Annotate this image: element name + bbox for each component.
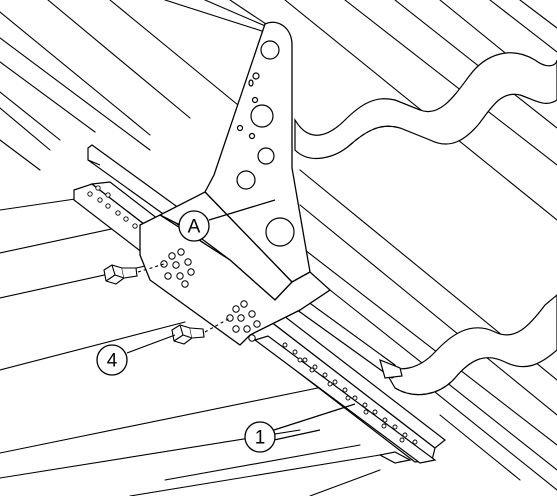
roof-tile-upper bbox=[294, 52, 557, 159]
roof-hook-bracket bbox=[139, 21, 332, 346]
hex-bolt-upper bbox=[103, 263, 165, 285]
callout-four-leader bbox=[126, 334, 176, 354]
callout-a: A bbox=[178, 199, 276, 242]
callout-one: 1 bbox=[244, 403, 356, 453]
callout-one-leader-a bbox=[273, 403, 356, 431]
callout-one-leader-b bbox=[273, 429, 321, 441]
callout-four: 4 bbox=[96, 334, 176, 376]
hex-bolt-lower bbox=[171, 317, 231, 345]
callout-a-label: A bbox=[188, 217, 201, 238]
bracket-holes bbox=[236, 40, 295, 247]
callout-a-leader bbox=[208, 199, 276, 221]
roof-tile-lower bbox=[379, 294, 557, 396]
base-plate-hole-cluster-lower bbox=[226, 300, 261, 342]
callout-four-circle bbox=[96, 344, 128, 376]
base-plate-hole-cluster-upper bbox=[160, 248, 195, 288]
callout-one-label: 1 bbox=[255, 428, 266, 449]
callout-four-label: 4 bbox=[107, 351, 118, 372]
callout-one-circle bbox=[244, 421, 276, 453]
rail-holes bbox=[87, 185, 418, 445]
callout-a-circle bbox=[178, 210, 210, 242]
